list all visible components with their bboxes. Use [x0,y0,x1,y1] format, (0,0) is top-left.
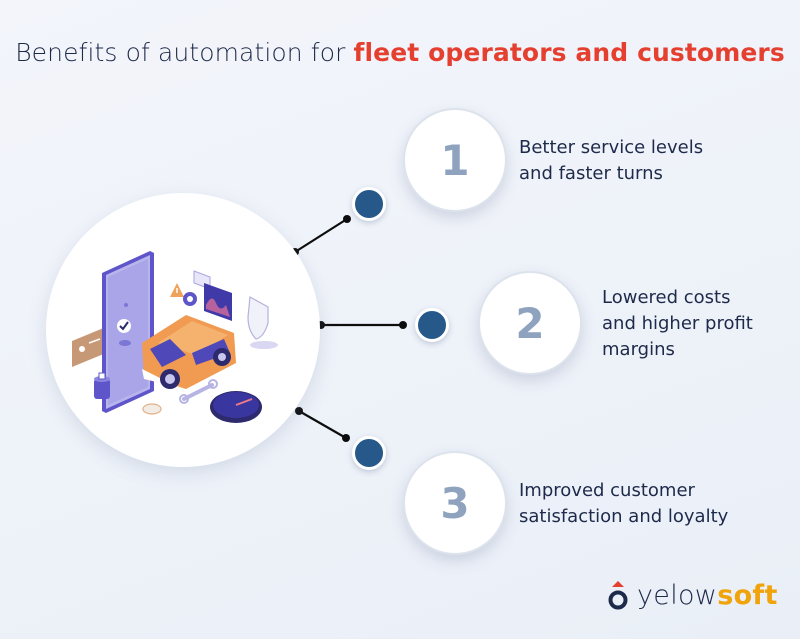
smartphone-icon [102,251,154,413]
benefit-number-1: 1 [403,108,507,212]
benefit-1-line-2: and faster turns [519,163,663,184]
hub-illustration-circle [46,193,320,467]
benefit-node-3 [352,436,386,470]
car-icon [142,315,236,389]
benefit-number-3: 3 [403,451,507,555]
fleet-automation-illustration [72,251,278,423]
logo-text: yelowsoft [637,580,778,611]
benefit-number-2: 2 [478,271,582,375]
title-prefix: Benefits of automation for [15,38,354,67]
card-icon [72,327,106,367]
benefit-2-line-2: and higher profit [602,313,753,334]
connector-2 [317,321,407,329]
chart-panel-icon [193,270,232,321]
benefit-2-line-3: margins [602,339,675,360]
shield-icon [247,296,278,349]
coin-icon [142,403,162,415]
logo-text-part-1: yelow [637,580,718,611]
title-highlight: fleet operators and customers [353,38,785,67]
logo-mark-icon [607,580,629,611]
logo-text-part-2: soft [717,580,778,611]
wrench-icon [179,379,218,404]
benefit-text-1: Better service levels and faster turns [519,135,703,187]
page-title: Benefits of automation for fleet operato… [0,38,800,67]
battery-icon [94,372,110,399]
benefit-text-3: Improved customer satisfaction and loyal… [519,478,728,530]
benefit-text-2: Lowered costs and higher profit margins [602,285,753,363]
benefit-1-line-1: Better service levels [519,137,704,158]
warning-icon [170,283,184,297]
benefit-node-2 [415,308,449,342]
benefit-3-line-2: satisfaction and loyalty [519,506,729,527]
benefit-node-1 [352,187,386,221]
gear-icon [183,292,197,306]
yelowsoft-logo: yelowsoft [607,580,778,611]
benefit-3-line-1: Improved customer [519,480,695,501]
speedometer-icon [210,391,262,423]
benefit-2-line-1: Lowered costs [602,287,731,308]
